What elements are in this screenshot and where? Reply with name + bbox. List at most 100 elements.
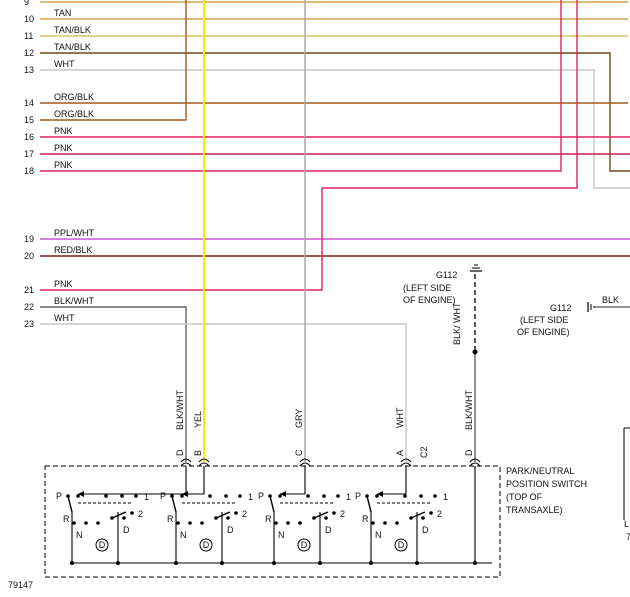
contact-dot [238, 494, 242, 498]
contact-dot [336, 494, 340, 498]
ground-location-right-line1: (LEFT SIDE [520, 315, 568, 325]
contact-dot [383, 521, 387, 525]
contact-dot [419, 494, 423, 498]
contact-dot [72, 521, 76, 525]
contact-dot [322, 494, 326, 498]
contact-dot [130, 511, 134, 515]
position-label-r: R [265, 514, 272, 524]
wire-harness [40, 0, 630, 467]
contact-number: 1 [248, 492, 253, 502]
position-label-d: D [123, 525, 130, 535]
arrow-icon [280, 491, 286, 497]
wire-color-label: WHT [54, 313, 75, 323]
vertical-wire-label: BLK/WHT [464, 389, 474, 430]
wire-color-label: TAN/BLK [54, 42, 91, 52]
drive-indicator-icon [394, 538, 408, 552]
contact-number: 2 [138, 509, 143, 519]
contact-number: 1 [346, 492, 351, 502]
pin-number: 22 [24, 302, 34, 312]
contact-dot [403, 494, 407, 498]
contact-dot [429, 511, 433, 515]
ground-location-right-line2: OF ENGINE) [517, 327, 570, 337]
connector-terminal-icon [299, 462, 311, 467]
contact-dot [433, 494, 437, 498]
switch-title-line3: (TOP OF [506, 492, 543, 502]
connector-pin-label: D [464, 449, 474, 456]
position-label-r: R [167, 514, 174, 524]
right-edge-mark-2: 7 [626, 532, 630, 542]
contact-dot [76, 494, 80, 498]
connector-c2: C2 [419, 446, 429, 458]
connector-terminal-icon [400, 458, 412, 463]
wire-color-label: PPL/WHT [54, 228, 95, 238]
switch-feed [280, 466, 306, 495]
position-label-p: P [355, 491, 361, 501]
contact-dot [298, 521, 302, 525]
contact-dot [122, 516, 126, 520]
pin-number: 14 [24, 98, 34, 108]
right-edge-fragment: L 7 [623, 427, 630, 542]
wire-labels: TAN/BLK9TAN10TAN/BLK11TAN/BLK12WHT13ORG/… [24, 0, 474, 456]
ground-wire-label: BLK/ WHT [452, 302, 462, 345]
connector-terminal-icon [299, 458, 311, 463]
contact-dot [421, 516, 425, 520]
drive-indicator-icon [199, 538, 213, 552]
contact-dot [375, 494, 379, 498]
contact-dot [278, 494, 282, 498]
wire-color-label: TAN [54, 8, 71, 18]
junction-dot [318, 561, 322, 565]
pin-number: 15 [24, 115, 34, 125]
wire-color-label: RED/BLK [54, 245, 93, 255]
connector-terminal-icon [198, 462, 210, 467]
vertical-wire-label: YEL [193, 411, 203, 428]
ground-id-left: G112 [436, 270, 457, 280]
contact-number: 2 [437, 509, 442, 519]
pin-number: 11 [24, 31, 33, 41]
contact-dot [371, 521, 375, 525]
pin-number: 10 [24, 14, 34, 24]
junction-dot [116, 561, 120, 565]
wire-color-label: TAN/BLK [54, 0, 91, 1]
pin-number: 16 [24, 132, 34, 142]
wiper-arm [171, 495, 177, 513]
contact-dot [332, 511, 336, 515]
wiper-arm [269, 495, 275, 513]
connector-terminal-icon [198, 458, 210, 463]
pin-number: 9 [24, 0, 29, 7]
contact-number: 2 [242, 509, 247, 519]
pin-number: 18 [24, 166, 34, 176]
junction-dot [272, 561, 276, 565]
arrow-icon [78, 491, 84, 497]
contact-dot [306, 494, 310, 498]
switch-title-line1: PARK/NEUTRAL [506, 466, 574, 476]
pin-number: 17 [24, 149, 34, 159]
pin-number: 19 [24, 234, 34, 244]
pin-number: 20 [24, 251, 34, 261]
contact-dot [104, 494, 108, 498]
connector-id: C2 [419, 446, 429, 458]
ground-location-left-line1: (LEFT SIDE [403, 283, 451, 293]
position-label-n: N [76, 530, 83, 540]
contact-number: 1 [443, 492, 448, 502]
vertical-wire-label: WHT [395, 407, 405, 428]
connector-pin-label: C [294, 449, 304, 456]
connector-terminal-icon [469, 462, 481, 467]
contact-dot [234, 511, 238, 515]
switch-feed [182, 466, 205, 495]
wiper-arm [313, 511, 329, 519]
wire-color-label: PNK [54, 160, 73, 170]
position-label-p: P [258, 491, 264, 501]
position-label-p: P [160, 491, 166, 501]
ground-g112-right: G112 (LEFT SIDE OF ENGINE) BLK [517, 295, 630, 337]
contact-dot [395, 521, 399, 525]
wire-pin-23 [40, 323, 407, 462]
contact-dot [286, 521, 290, 525]
drive-indicator-label: D [203, 540, 210, 550]
wire-color-label: BLK/WHT [54, 296, 95, 306]
position-label-r: R [63, 514, 70, 524]
contact-dot [180, 494, 184, 498]
pin-number: 23 [24, 319, 34, 329]
wire-pin-13 [40, 69, 630, 189]
